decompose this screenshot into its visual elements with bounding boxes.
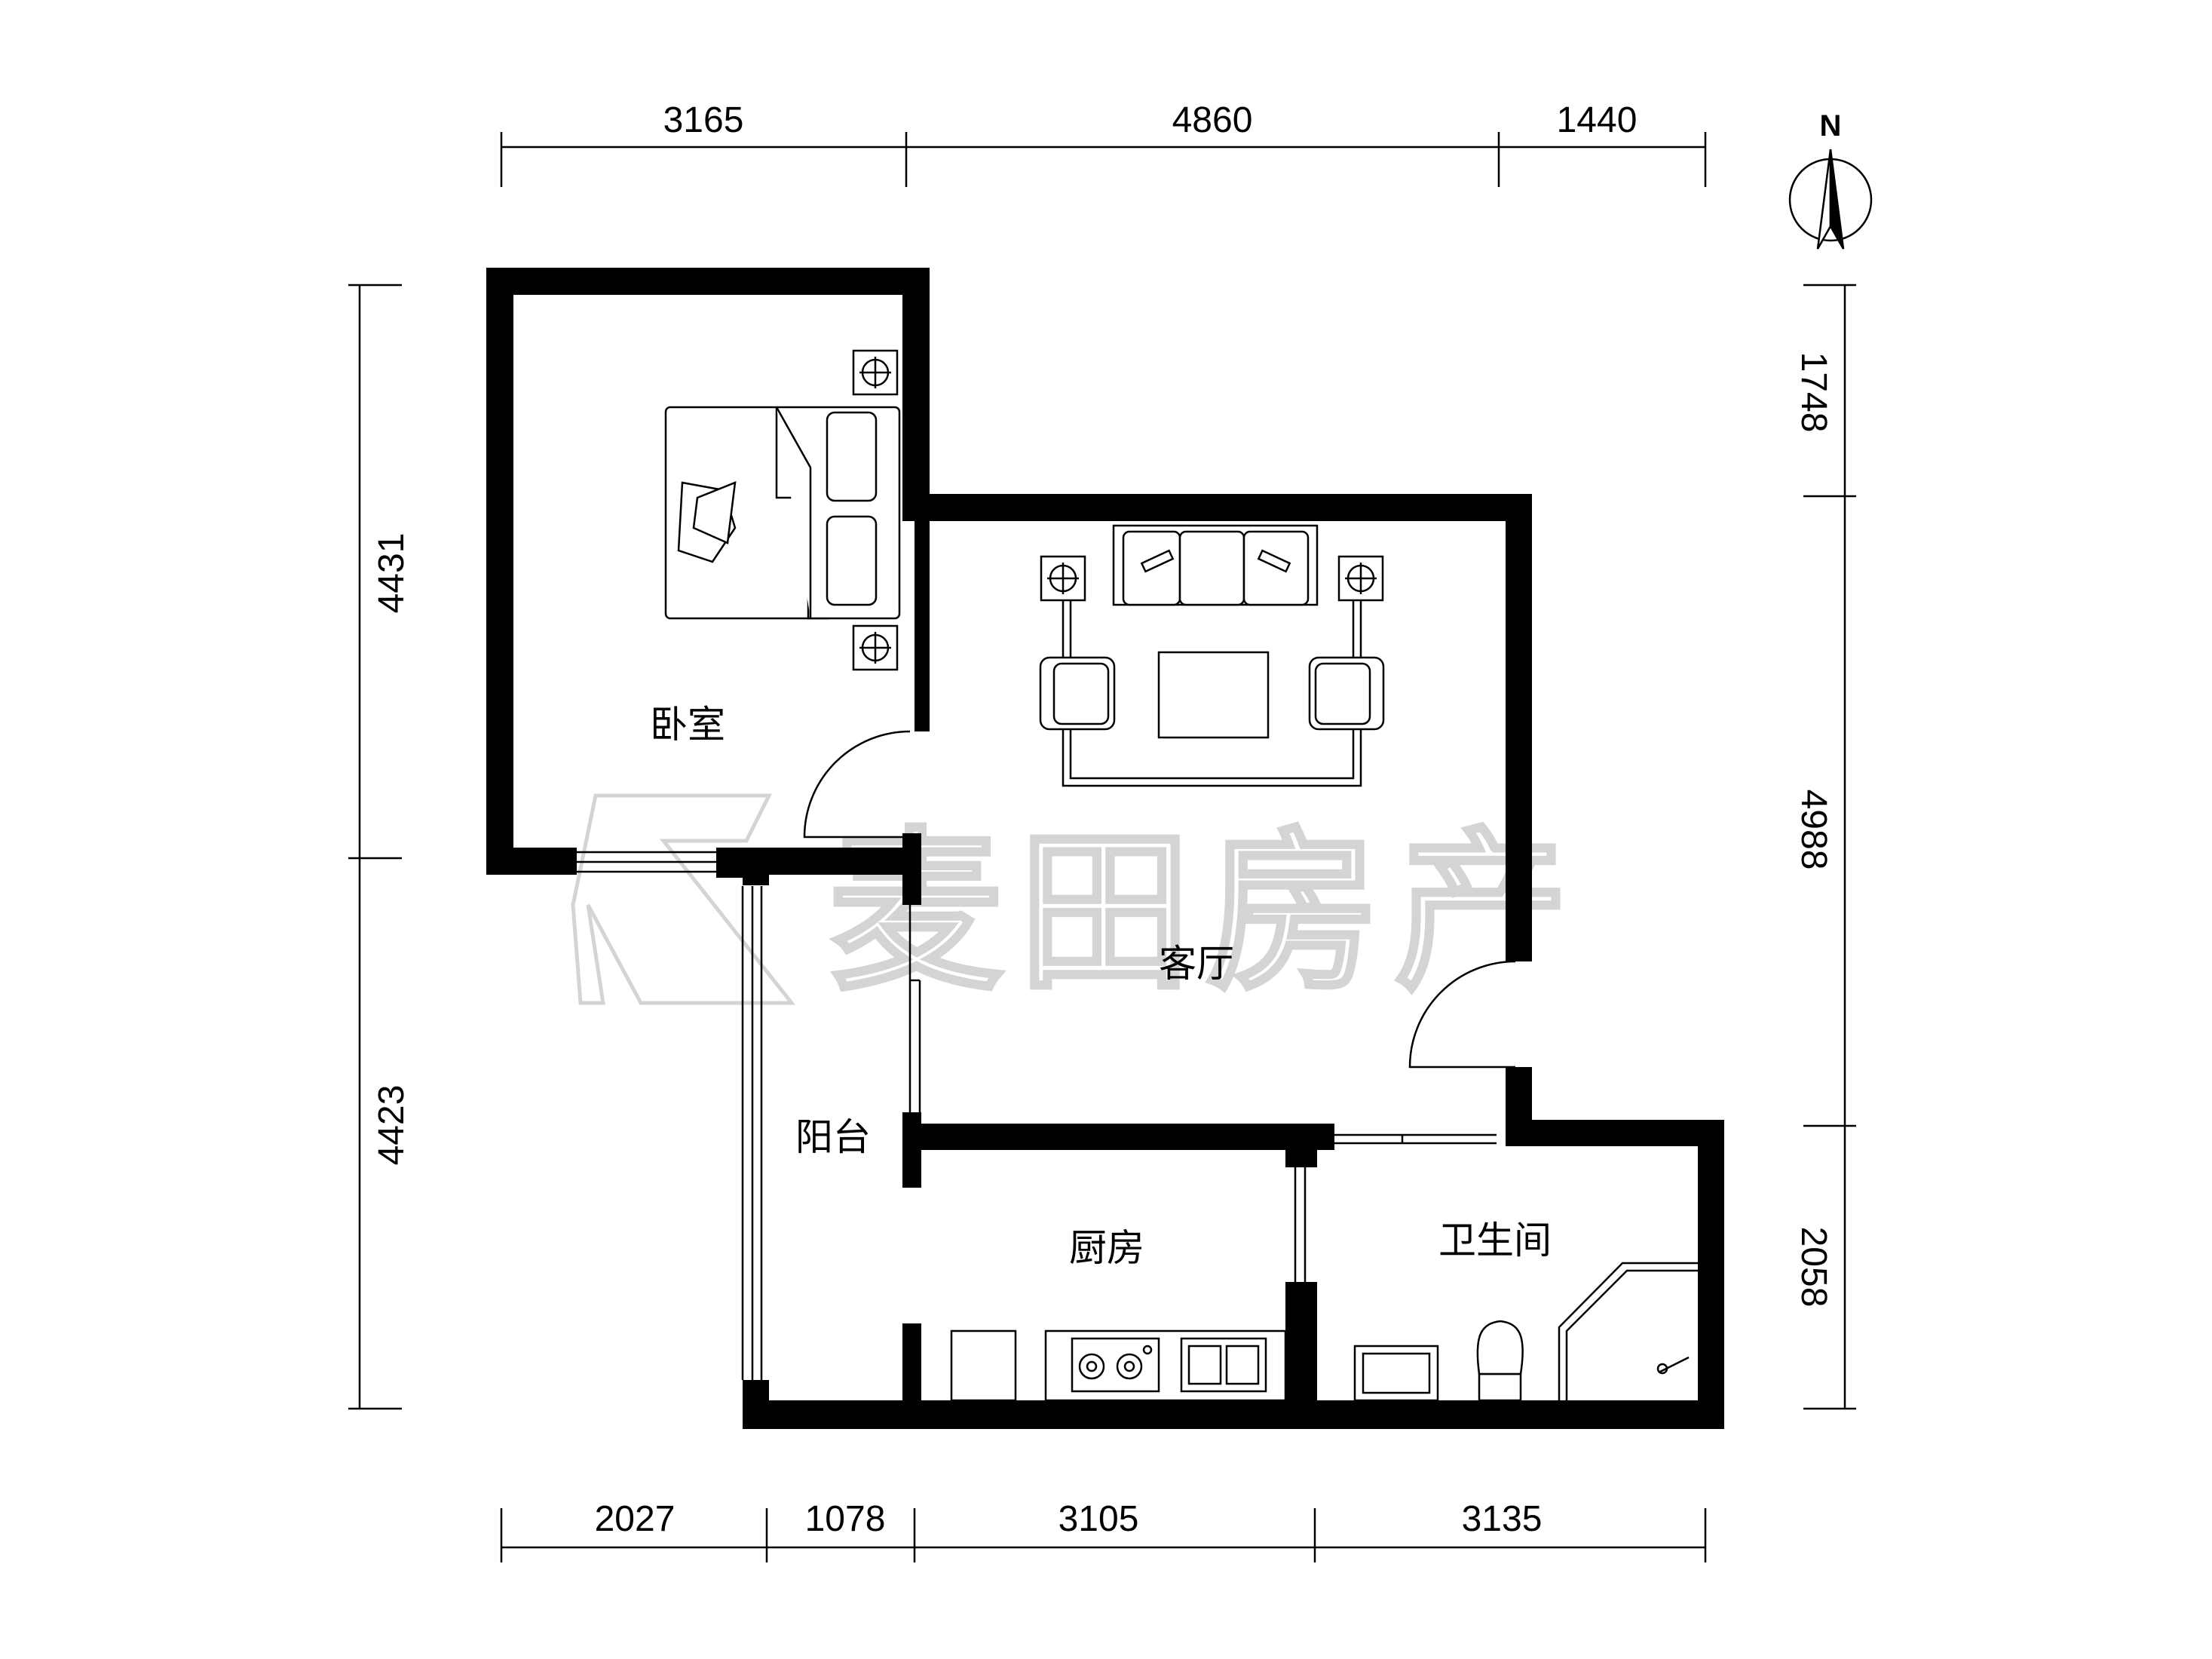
balcony-window <box>741 886 763 1380</box>
nightstand-top <box>852 349 899 396</box>
bathroom-sliding-door <box>1334 1133 1497 1145</box>
sink-icon <box>1180 1337 1267 1393</box>
shower-enclosure <box>1558 1262 1698 1400</box>
watermark-text: 麦田房产 <box>829 813 1583 1014</box>
label-kitchen: 厨房 <box>1069 1226 1144 1270</box>
bedroom-door <box>803 730 911 839</box>
dim-bottom-4: 3135 <box>1462 1499 1543 1539</box>
sofa <box>1112 524 1319 606</box>
toilet-icon <box>1476 1320 1524 1402</box>
label-balcony: 阳台 <box>795 1115 871 1159</box>
balcony-sliding-door <box>908 905 921 1112</box>
dim-bottom-1: 2027 <box>595 1499 676 1539</box>
dim-left-1: 4431 <box>372 533 412 614</box>
dim-top-1: 3165 <box>663 100 744 140</box>
dimension-lines <box>348 132 1856 1562</box>
north-label: N <box>1820 109 1842 143</box>
label-living-room: 客厅 <box>1159 942 1234 986</box>
bedroom-window <box>577 851 716 873</box>
label-bedroom: 卧室 <box>650 703 725 747</box>
bed <box>664 406 901 620</box>
dim-bottom-2: 1078 <box>805 1499 886 1539</box>
entry-door <box>1408 960 1516 1069</box>
armchair-right <box>1308 656 1385 731</box>
north-arrow-icon <box>1788 149 1873 250</box>
dim-right-1: 1748 <box>1794 352 1834 433</box>
armchair-left <box>1039 656 1116 731</box>
stove-icon <box>1071 1337 1160 1393</box>
dim-left-2: 4423 <box>372 1085 412 1166</box>
dim-right-3: 2058 <box>1794 1227 1834 1308</box>
dim-right-2: 4988 <box>1794 790 1834 870</box>
bathroom-sink-icon <box>1353 1345 1439 1402</box>
label-bathroom: 卫生间 <box>1438 1219 1552 1262</box>
dim-top-2: 4860 <box>1172 100 1253 140</box>
coffee-table <box>1157 651 1270 739</box>
side-table-left <box>1040 555 1086 602</box>
dim-bottom-3: 3105 <box>1059 1499 1139 1539</box>
kitchen-window <box>1294 1165 1307 1286</box>
watermark-logo <box>571 793 796 1005</box>
walls <box>486 268 1724 1429</box>
side-table-right <box>1337 555 1384 602</box>
dim-top-3: 1440 <box>1557 100 1638 140</box>
nightstand-bottom <box>852 624 899 671</box>
